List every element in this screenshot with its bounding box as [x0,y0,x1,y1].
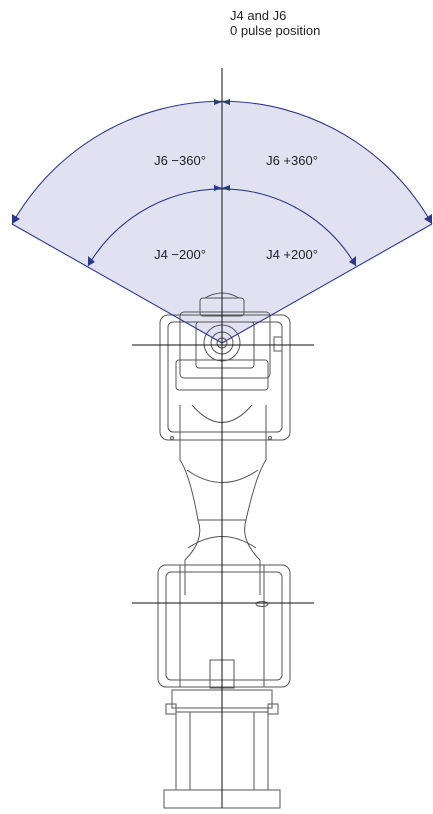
left-limit-line [11,223,223,344]
j6-right-arrowhead [424,214,432,224]
j6-top-arrowhead-left [214,99,222,105]
j4-top-arrowhead-right [222,185,230,191]
wrist-housing [159,314,291,441]
caption-line-1: J4 and J6 [230,8,287,23]
right-limit-line [221,223,433,344]
j4-top-arrowhead-left [214,185,222,191]
j4-minus-label: J4 −200° [154,247,206,262]
j6-plus-label: J6 +360° [266,153,318,168]
lower-arm-housing [157,564,291,688]
header-caption: J4 and J6 0 pulse position [230,8,320,38]
j4-right-arrowhead [349,256,356,266]
robot-body [157,292,291,809]
j6-top-arrowhead-right [222,99,230,105]
j4-plus-label: J4 +200° [266,247,318,262]
caption-line-2: 0 pulse position [230,23,321,38]
j6-minus-label: J6 −360° [154,153,206,168]
j6-left-arrowhead [12,214,20,224]
axis-lines [132,68,314,808]
j4-left-arrowhead [88,256,95,266]
